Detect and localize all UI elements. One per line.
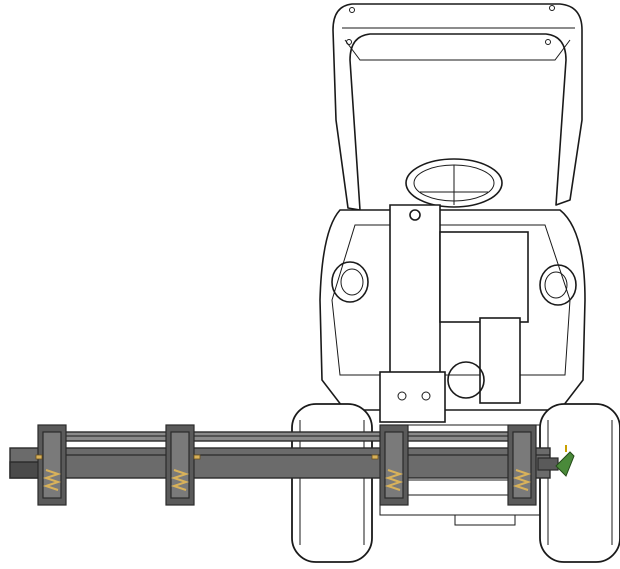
front-right-tire: [539, 403, 620, 563]
alignment-tool: [9, 424, 575, 506]
clamp-4: [507, 424, 537, 506]
front-left-tire: [291, 403, 373, 563]
clamp-2: [165, 424, 201, 506]
lock-lever: [537, 445, 575, 477]
clamp-3: [371, 424, 409, 506]
main-alignment-bar: [9, 447, 551, 479]
mower-body: [319, 204, 586, 423]
steering-wheel: [405, 158, 503, 208]
headlights: [331, 261, 577, 306]
clamp-1: [35, 424, 67, 506]
rops-frame: [332, 3, 583, 211]
